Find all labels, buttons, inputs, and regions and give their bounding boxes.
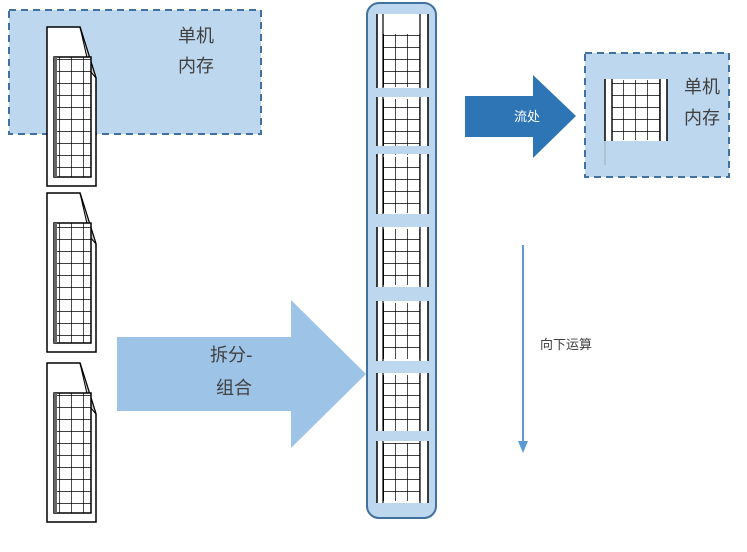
- memory-box-left-label-1: 单机: [178, 26, 214, 47]
- document-icon: [46, 26, 97, 187]
- down-arrow-head: [518, 441, 528, 453]
- segment-separator: [368, 214, 435, 222]
- document-stack: [46, 26, 97, 523]
- column-segment: [376, 441, 429, 503]
- memory-box-right-label-2: 内存: [684, 108, 720, 129]
- document-icon: [46, 192, 97, 353]
- stream-arrow-label: 流处: [514, 110, 540, 125]
- column-segment: [376, 373, 429, 433]
- segment-separator: [368, 431, 435, 439]
- split-arrow-label-1: 拆分-: [210, 345, 253, 366]
- segment-separator: [368, 146, 435, 154]
- column-segment: [376, 155, 429, 215]
- segment-separator: [368, 361, 435, 369]
- split-arrow-label-2: 组合: [216, 378, 252, 399]
- segment-separator: [368, 289, 435, 297]
- column-segment: [376, 301, 429, 361]
- memory-box-left-label-2: 内存: [178, 56, 214, 77]
- document-icon: [46, 362, 97, 523]
- column-segment: [376, 14, 429, 89]
- column-segment: [376, 227, 429, 287]
- split-combine-arrow: [117, 300, 366, 448]
- segment-separator: [368, 88, 435, 96]
- down-arrow-label: 向下运算: [540, 337, 592, 353]
- memory-box-right-label-1: 单机: [684, 77, 720, 98]
- column-segments: [368, 14, 435, 503]
- processed-grid: [604, 79, 668, 165]
- stream-processing-arrow[interactable]: [465, 75, 576, 158]
